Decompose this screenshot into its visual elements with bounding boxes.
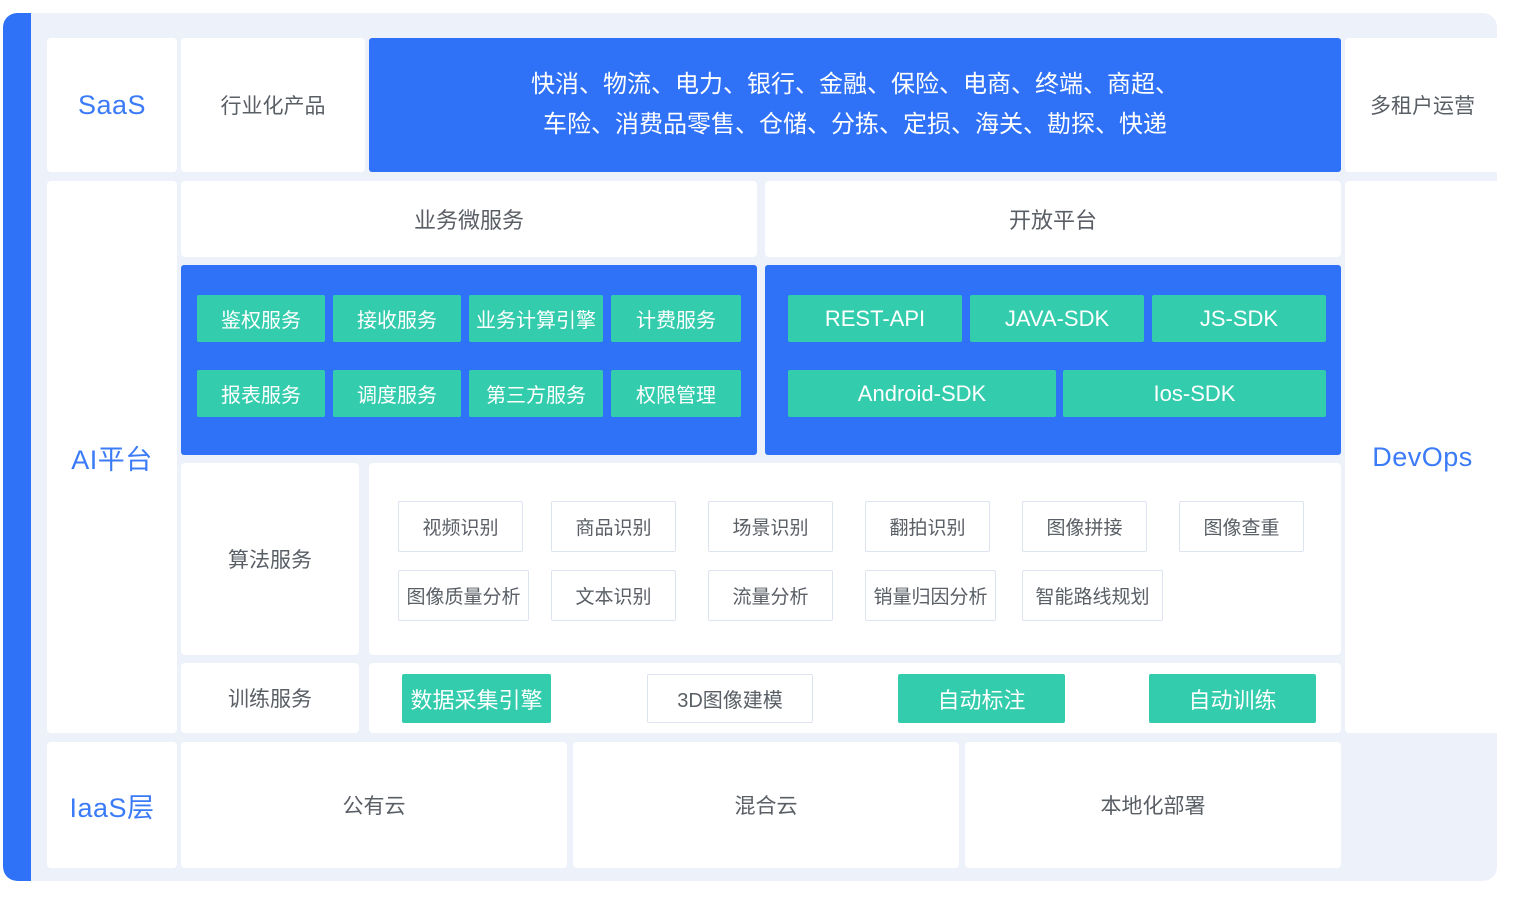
- algorithm-chip[interactable]: 流量分析: [708, 570, 833, 621]
- iaas-layer-label: IaaS层: [69, 792, 155, 823]
- algorithm-label: 智能路线规划: [1035, 587, 1150, 608]
- algorithm-label: 视频识别: [422, 518, 499, 539]
- training-chip[interactable]: 自动标注: [898, 674, 1065, 723]
- algorithm-chip[interactable]: 图像质量分析: [398, 570, 529, 621]
- algorithm-services-panel: 视频识别 商品识别 场景识别 翻拍识别 图像拼接 图像查重 图像质量分析 文本识…: [369, 463, 1341, 655]
- saas-multitenant-cell[interactable]: 多租户运营: [1345, 38, 1497, 172]
- microservice-chip[interactable]: 调度服务: [333, 370, 461, 417]
- algorithm-label: 流量分析: [732, 587, 809, 608]
- saas-multitenant-label: 多租户运营: [1370, 95, 1475, 118]
- microservice-label: 计费服务: [636, 310, 716, 332]
- architecture-diagram-canvas: SaaS 行业化产品 快消、物流、电力、银行、金融、保险、电商、终端、商超、 车…: [3, 13, 1497, 881]
- iaas-layer-label-cell: IaaS层: [47, 742, 177, 868]
- training-label: 自动标注: [937, 687, 1026, 713]
- open-platform-label: REST-API: [824, 305, 926, 331]
- iaas-public-cloud-cell[interactable]: 公有云: [181, 742, 567, 868]
- training-services-label: 训练服务: [228, 688, 312, 711]
- open-platform-title-cell: 开放平台: [765, 181, 1341, 257]
- open-platform-label: Android-SDK: [857, 380, 987, 406]
- algorithm-chip[interactable]: 商品识别: [551, 501, 676, 552]
- open-platform-chip[interactable]: Android-SDK: [788, 370, 1056, 417]
- microservice-chip[interactable]: 接收服务: [333, 295, 461, 342]
- ai-platform-layer-label-cell: AI平台: [47, 181, 177, 733]
- microservices-title: 业务微服务: [413, 208, 524, 233]
- open-platform-label: Ios-SDK: [1153, 380, 1236, 406]
- microservices-panel: 鉴权服务 接收服务 业务计算引擎 计费服务 报表服务 调度服务 第三方服务 权限…: [181, 265, 757, 455]
- iaas-hybrid-cloud-cell[interactable]: 混合云: [573, 742, 959, 868]
- microservice-label: 报表服务: [221, 385, 301, 407]
- algorithm-services-label: 算法服务: [228, 549, 312, 572]
- ai-platform-layer-label: AI平台: [71, 444, 153, 475]
- saas-banner-line-2: 车险、消费品零售、仓储、分拣、定损、海关、勘探、快递: [543, 111, 1167, 138]
- microservice-label: 调度服务: [357, 385, 437, 407]
- algorithm-label: 图像查重: [1203, 518, 1280, 539]
- microservice-label: 权限管理: [636, 385, 716, 407]
- algorithm-label: 翻拍识别: [889, 518, 966, 539]
- left-accent-stripe: [3, 13, 31, 881]
- algorithm-chip[interactable]: 翻拍识别: [865, 501, 990, 552]
- training-chip[interactable]: 数据采集引擎: [402, 674, 551, 723]
- algorithm-chip[interactable]: 文本识别: [551, 570, 676, 621]
- algorithm-label: 图像拼接: [1046, 518, 1123, 539]
- saas-banner-text-block: 快消、物流、电力、银行、金融、保险、电商、终端、商超、 车险、消费品零售、仓储、…: [531, 65, 1179, 145]
- saas-layer-label: SaaS: [77, 89, 147, 120]
- microservice-label: 接收服务: [357, 310, 437, 332]
- devops-label: DevOps: [1372, 441, 1473, 472]
- saas-industry-products-label: 行业化产品: [220, 95, 326, 118]
- microservice-chip[interactable]: 鉴权服务: [197, 295, 325, 342]
- training-services-panel: 数据采集引擎 3D图像建模 自动标注 自动训练: [369, 663, 1341, 733]
- training-label: 3D图像建模: [677, 690, 783, 712]
- microservice-chip[interactable]: 权限管理: [611, 370, 741, 417]
- open-platform-chip[interactable]: JAVA-SDK: [970, 295, 1144, 342]
- algorithm-label: 场景识别: [732, 518, 809, 539]
- microservice-chip[interactable]: 业务计算引擎: [469, 295, 603, 342]
- iaas-hybrid-cloud-label: 混合云: [734, 795, 798, 818]
- algorithm-label: 文本识别: [575, 587, 652, 608]
- algorithm-chip[interactable]: 图像查重: [1179, 501, 1304, 552]
- training-label: 数据采集引擎: [410, 687, 543, 713]
- training-chip[interactable]: 自动训练: [1149, 674, 1316, 723]
- saas-banner-line-1: 快消、物流、电力、银行、金融、保险、电商、终端、商超、: [531, 71, 1179, 98]
- open-platform-panel: REST-API JAVA-SDK JS-SDK Android-SDK Ios…: [765, 265, 1341, 455]
- microservice-label: 鉴权服务: [221, 310, 301, 332]
- microservice-chip[interactable]: 计费服务: [611, 295, 741, 342]
- iaas-public-cloud-label: 公有云: [342, 795, 406, 818]
- open-platform-label: JS-SDK: [1199, 305, 1279, 331]
- open-platform-label: JAVA-SDK: [1004, 305, 1110, 331]
- training-label: 自动训练: [1188, 687, 1277, 713]
- microservice-label: 第三方服务: [486, 385, 586, 407]
- iaas-on-premise-label: 本地化部署: [1100, 795, 1206, 818]
- algorithm-services-label-cell: 算法服务: [181, 463, 359, 655]
- microservice-label: 业务计算引擎: [476, 310, 596, 332]
- saas-layer-label-cell: SaaS: [47, 38, 177, 172]
- algorithm-chip[interactable]: 场景识别: [708, 501, 833, 552]
- open-platform-chip[interactable]: Ios-SDK: [1063, 370, 1326, 417]
- algorithm-label: 商品识别: [575, 518, 652, 539]
- algorithm-label: 销量归因分析: [873, 587, 988, 608]
- algorithm-chip[interactable]: 智能路线规划: [1022, 570, 1163, 621]
- open-platform-chip[interactable]: JS-SDK: [1152, 295, 1326, 342]
- devops-cell[interactable]: DevOps: [1345, 181, 1497, 733]
- algorithm-chip[interactable]: 视频识别: [398, 501, 523, 552]
- training-chip[interactable]: 3D图像建模: [647, 674, 813, 723]
- open-platform-chip[interactable]: REST-API: [788, 295, 962, 342]
- algorithm-chip[interactable]: 销量归因分析: [865, 570, 996, 621]
- training-services-label-cell: 训练服务: [181, 663, 359, 733]
- algorithm-label: 图像质量分析: [406, 587, 521, 608]
- algorithm-chip[interactable]: 图像拼接: [1022, 501, 1147, 552]
- microservice-chip[interactable]: 报表服务: [197, 370, 325, 417]
- open-platform-title: 开放平台: [1008, 208, 1097, 233]
- microservice-chip[interactable]: 第三方服务: [469, 370, 603, 417]
- iaas-on-premise-cell[interactable]: 本地化部署: [965, 742, 1341, 868]
- saas-industry-banner: 快消、物流、电力、银行、金融、保险、电商、终端、商超、 车险、消费品零售、仓储、…: [369, 38, 1341, 172]
- saas-industry-products-cell[interactable]: 行业化产品: [181, 38, 365, 172]
- microservices-title-cell: 业务微服务: [181, 181, 757, 257]
